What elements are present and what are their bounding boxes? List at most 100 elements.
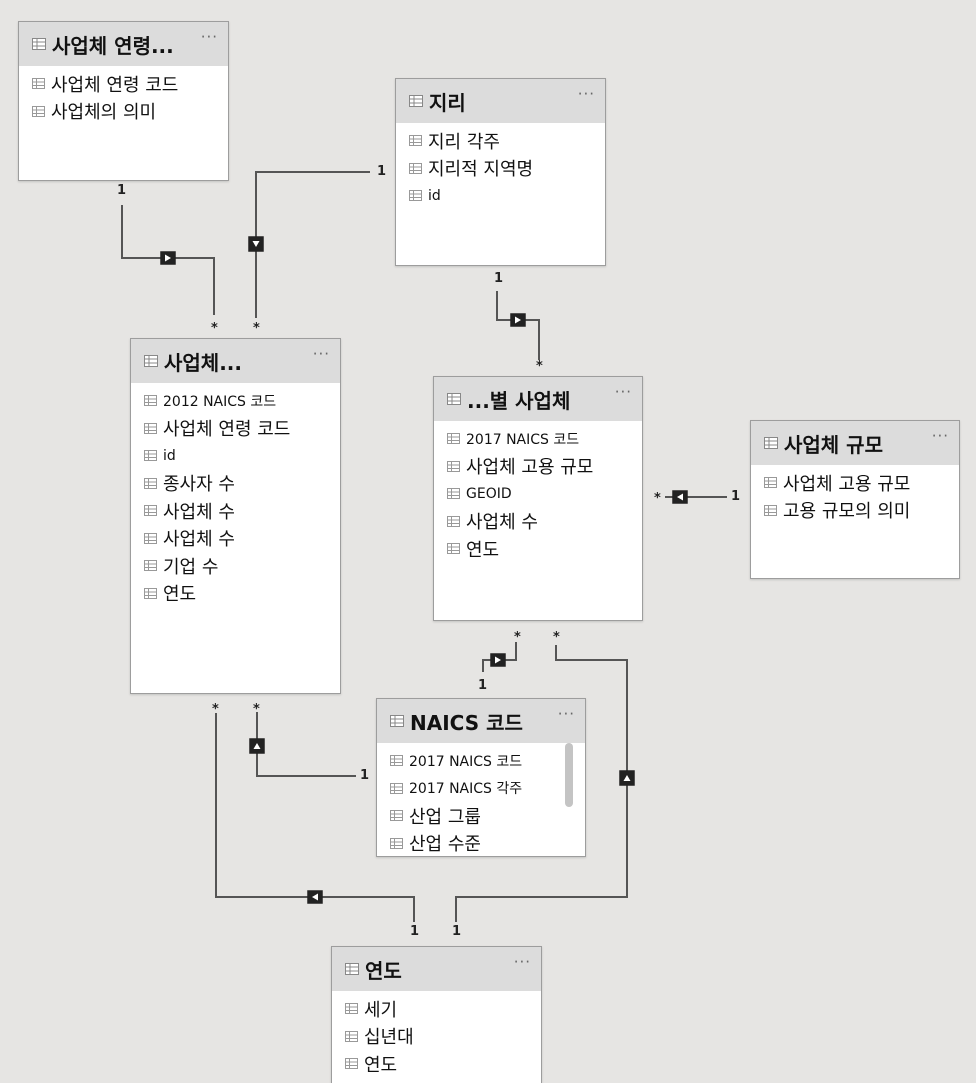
field-icon	[409, 162, 422, 174]
field-row[interactable]: 연도	[131, 580, 340, 608]
cardinality-many-year-bus: *	[212, 702, 219, 717]
field-row[interactable]: 지리 각주	[396, 127, 605, 155]
field-label: 십년대	[364, 1027, 414, 1049]
field-row[interactable]: 종사자 수	[131, 470, 340, 498]
cardinality-one-geo-bus: 1	[377, 164, 387, 179]
table-icon	[32, 38, 46, 50]
table-header[interactable]: 사업체... ···	[131, 339, 340, 383]
field-row[interactable]: 사업체 수	[131, 497, 340, 525]
field-icon	[409, 190, 422, 202]
table-header[interactable]: 지리 ···	[396, 79, 605, 123]
field-icon	[32, 78, 45, 90]
table-title: 사업체 규모	[784, 432, 883, 457]
field-label: 2017 NAICS 각주	[409, 781, 523, 798]
field-row[interactable]: 세기	[332, 995, 541, 1023]
rel-line-naics-bus	[256, 712, 356, 777]
field-label: 사업체 연령 코드	[163, 419, 291, 441]
cardinality-one-year-bus: 1	[410, 924, 420, 939]
table-card-year[interactable]: 연도 ··· 세기 십년대 연도	[331, 946, 542, 1083]
cardinality-one-naics-bus: 1	[360, 768, 370, 783]
table-header[interactable]: 사업체 규모 ···	[751, 421, 959, 465]
cardinality-many-naics-bus: *	[253, 702, 260, 717]
cardinality-many-age-bus: *	[211, 321, 218, 336]
more-options-icon[interactable]: ···	[312, 345, 330, 363]
scrollbar-thumb[interactable]	[565, 743, 573, 807]
field-label: 사업체 고용 규모	[466, 457, 594, 479]
field-label: 사업체 연령 코드	[51, 74, 179, 96]
cardinality-many-naics-byb: *	[514, 630, 521, 645]
field-icon	[764, 477, 777, 489]
field-label: GEOID	[466, 485, 512, 502]
field-row[interactable]: 연도	[434, 535, 642, 563]
field-row[interactable]: 사업체 수	[434, 508, 642, 536]
cardinality-one-geo-byb: 1	[494, 271, 504, 286]
field-row[interactable]: 사업체 고용 규모	[751, 469, 959, 497]
field-row[interactable]: 2017 NAICS 코드	[377, 747, 585, 775]
field-row[interactable]: 사업체의 의미	[19, 98, 228, 126]
cardinality-many-year-byb: *	[553, 630, 560, 645]
field-icon	[447, 488, 460, 500]
table-header[interactable]: ...별 사업체 ···	[434, 377, 642, 421]
table-card-naics-code[interactable]: NAICS 코드 ··· 2017 NAICS 코드 2017 NAICS 각주…	[376, 698, 586, 857]
field-label: 기업 수	[163, 556, 219, 578]
more-options-icon[interactable]: ···	[614, 383, 632, 401]
table-card-business[interactable]: 사업체... ··· 2012 NAICS 코드 사업체 연령 코드 id 종사…	[130, 338, 341, 694]
field-label: 지리적 지역명	[428, 159, 534, 181]
field-label: 산업 수준	[409, 834, 481, 856]
cardinality-one-size-byb: 1	[731, 489, 741, 504]
field-row[interactable]: 십년대	[332, 1023, 541, 1051]
field-row[interactable]: 2012 NAICS 코드	[131, 387, 340, 415]
field-label: 연도	[466, 539, 500, 561]
field-row[interactable]: 2017 NAICS 각주	[377, 775, 585, 803]
cardinality-one-age-bus: 1	[117, 183, 127, 198]
table-card-business-size[interactable]: 사업체 규모 ··· 사업체 고용 규모 고용 규모의 의미	[750, 420, 960, 579]
field-row[interactable]: 지리적 지역명	[396, 155, 605, 183]
table-title: 지리	[429, 90, 466, 115]
cardinality-many-size-byb: *	[654, 491, 661, 506]
field-icon	[144, 422, 157, 434]
table-card-business-age[interactable]: 사업체 연령... ··· 사업체 연령 코드 사업체의 의미	[18, 21, 229, 181]
direction-marker-age-bus	[160, 251, 176, 265]
field-row[interactable]: GEOID	[434, 480, 642, 508]
field-row[interactable]: 사업체 고용 규모	[434, 453, 642, 481]
table-card-geography[interactable]: 지리 ··· 지리 각주 지리적 지역명 id	[395, 78, 606, 266]
field-icon	[447, 460, 460, 472]
field-row[interactable]: 고용 규모의 의미	[751, 497, 959, 525]
field-icon	[32, 105, 45, 117]
field-label: 세기	[364, 999, 398, 1021]
field-icon	[390, 810, 403, 822]
more-options-icon[interactable]: ···	[577, 85, 595, 103]
field-row[interactable]: id	[131, 442, 340, 470]
table-card-business-by[interactable]: ...별 사업체 ··· 2017 NAICS 코드 사업체 고용 규모 GEO…	[433, 376, 643, 621]
field-icon	[144, 532, 157, 544]
field-icon	[390, 782, 403, 794]
field-row[interactable]: 산업 수준	[377, 830, 585, 858]
field-row[interactable]: 2017 NAICS 코드	[434, 425, 642, 453]
table-header[interactable]: 연도 ···	[332, 947, 541, 991]
cardinality-many-geo-byb: *	[536, 359, 543, 374]
more-options-icon[interactable]: ···	[200, 28, 218, 46]
table-title: 사업체 연령...	[52, 33, 174, 58]
field-row[interactable]: 사업체 수	[131, 525, 340, 553]
table-icon	[409, 95, 423, 107]
field-icon	[345, 1003, 358, 1015]
more-options-icon[interactable]: ···	[931, 427, 949, 445]
field-label: 사업체의 의미	[51, 102, 157, 124]
table-header[interactable]: 사업체 연령... ···	[19, 22, 228, 66]
field-row[interactable]: 연도	[332, 1050, 541, 1078]
table-icon	[144, 355, 158, 367]
field-row[interactable]: 산업 그룹	[377, 802, 585, 830]
table-title: NAICS 코드	[410, 710, 523, 735]
field-row[interactable]: id	[396, 182, 605, 210]
field-label: 2017 NAICS 코드	[466, 431, 580, 448]
direction-marker-year-byb	[619, 770, 635, 786]
field-row[interactable]: 사업체 연령 코드	[19, 70, 228, 98]
more-options-icon[interactable]: ···	[557, 705, 575, 723]
field-row[interactable]: 사업체 연령 코드	[131, 415, 340, 443]
field-row[interactable]: 기업 수	[131, 552, 340, 580]
more-options-icon[interactable]: ···	[513, 953, 531, 971]
table-header[interactable]: NAICS 코드 ···	[377, 699, 585, 743]
direction-marker-year-bus	[307, 890, 323, 904]
